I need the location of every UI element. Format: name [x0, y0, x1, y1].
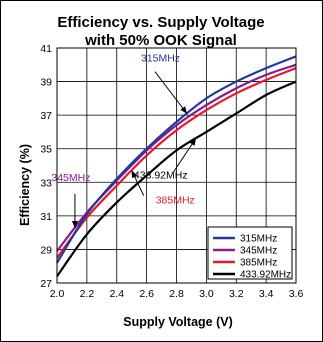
- legend-label: 315MHz: [240, 234, 277, 245]
- annotation-label: 433.92MHz: [134, 169, 188, 181]
- y-tick-labels: 27 29 31 33 35 37 39 41: [40, 43, 52, 290]
- annotation-arrowhead: [131, 170, 138, 179]
- y-tick-label: 39: [40, 77, 52, 89]
- x-axis-title: Supply Voltage (V): [123, 315, 233, 329]
- y-tick-label: 27: [40, 278, 52, 290]
- x-tick-label: 3.0: [199, 288, 214, 300]
- series-layer: [56, 55, 297, 277]
- annotation-arrowhead: [71, 220, 78, 228]
- x-tick-label: 2.4: [109, 288, 124, 300]
- annotation-label: 385MHz: [156, 195, 195, 207]
- y-tick-label: 41: [40, 43, 52, 55]
- y-tick-label: 37: [40, 110, 52, 122]
- annotation-leader: [154, 71, 188, 114]
- annotation-arrowhead: [180, 106, 187, 114]
- annotation-label: 345MHz: [51, 172, 90, 184]
- x-tick-label: 2.8: [169, 288, 184, 300]
- chart-title-line1: Efficiency vs. Supply Voltage: [57, 14, 264, 31]
- grid-layer: [57, 48, 296, 283]
- x-tick-label: 3.4: [259, 288, 274, 300]
- y-tick-label: 31: [40, 211, 52, 223]
- x-tick-label: 2.2: [80, 288, 95, 300]
- legend-label: 385MHz: [240, 258, 277, 269]
- x-tick-label: 2.6: [139, 288, 154, 300]
- x-tick-labels: 2.0 2.2 2.4 2.6 2.8 3.0 3.2 3.4 3.6: [50, 288, 304, 300]
- y-tick-label: 35: [40, 144, 52, 156]
- x-tick-label: 3.6: [289, 288, 304, 300]
- annotation-arrowhead: [189, 138, 196, 146]
- y-tick-label: 33: [40, 177, 52, 189]
- x-tick-label: 2.0: [50, 288, 65, 300]
- annotation-layer: 315MHz 345MHz 385MHz 433.92MHz: [51, 53, 197, 228]
- series-line-385mhz: [56, 67, 297, 259]
- legend-label: 345MHz: [240, 246, 277, 257]
- plot-border: [56, 47, 297, 284]
- legend-box: [207, 226, 293, 280]
- annotation-label: 315MHz: [141, 53, 180, 65]
- y-tick-label: 29: [40, 244, 52, 256]
- legend-label: 433.92MHz: [240, 270, 291, 281]
- x-tick-label: 3.2: [229, 288, 244, 300]
- series-line-433-92mhz: [56, 80, 297, 277]
- chart-title-line2: with 50% OOK Signal: [84, 32, 237, 49]
- y-axis-title: Efficiency (%): [18, 144, 32, 226]
- series-line-315mhz: [56, 55, 297, 264]
